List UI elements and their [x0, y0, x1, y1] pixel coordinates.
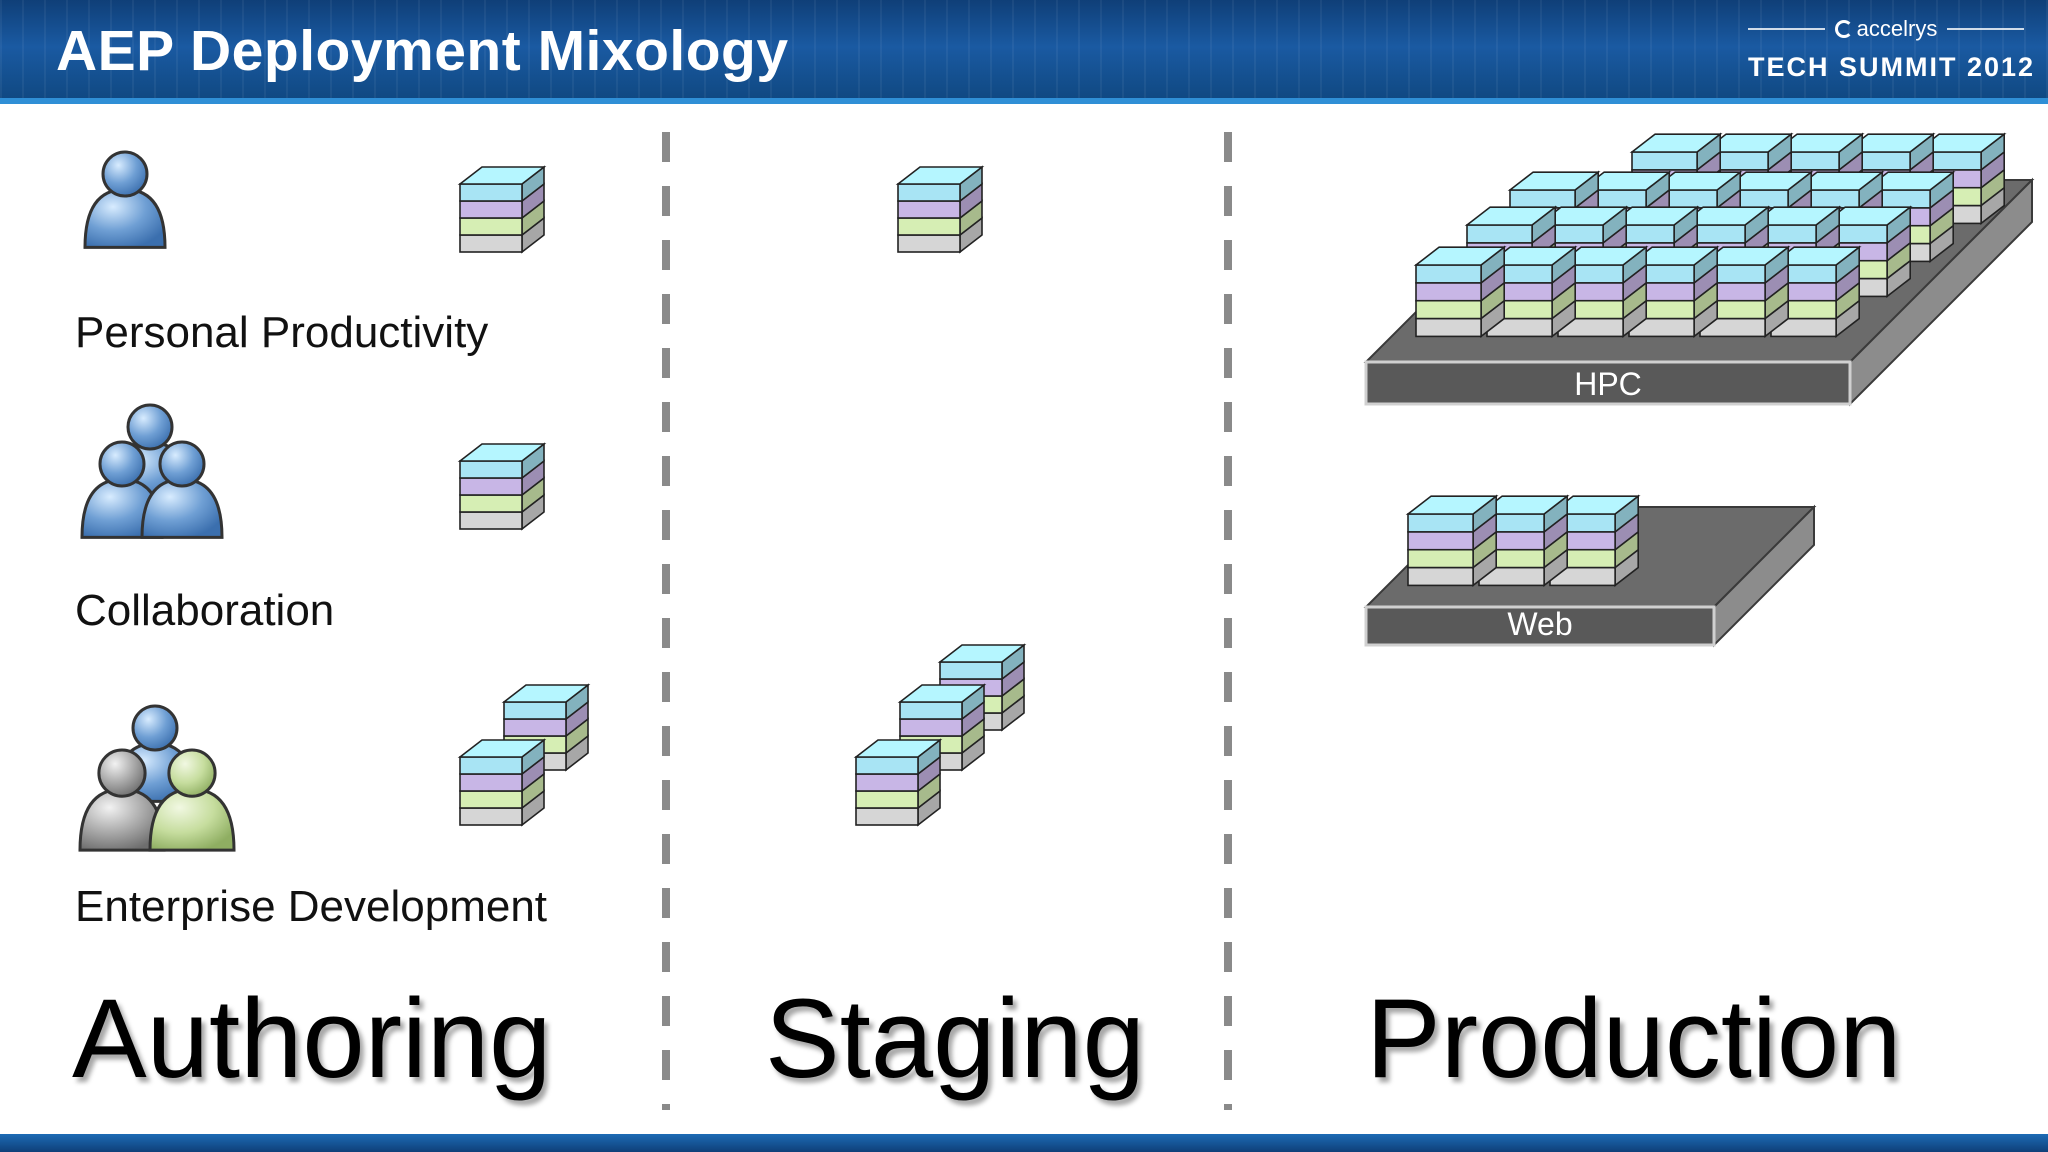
user-figure	[140, 440, 224, 539]
role-label-collaboration: Collaboration	[75, 586, 335, 635]
tech-summit-logo: accelrys TECH SUMMIT 2012	[1748, 14, 2036, 90]
server-stack-icon	[1405, 494, 1499, 588]
user-figure	[78, 748, 166, 852]
user-group-icon	[80, 403, 224, 539]
single-user-icon	[83, 150, 167, 249]
slide-footer	[0, 1134, 2048, 1152]
server-stack-icon	[457, 738, 547, 827]
platform-front	[1364, 360, 1852, 406]
server-stack-icon	[457, 165, 547, 254]
multi-user-icon	[78, 704, 236, 852]
server-stacks	[457, 165, 1027, 827]
role-label-personal-productivity: Personal Productivity	[75, 308, 489, 357]
stage-production: Production	[1366, 976, 1902, 1101]
stage-authoring: Authoring	[72, 976, 552, 1101]
user-figure	[80, 440, 164, 539]
logo-event-text: TECH SUMMIT 2012	[1748, 52, 2036, 82]
slide-title: AEP Deployment Mixology	[56, 19, 789, 83]
server-stack-icon	[895, 165, 985, 254]
logo-brand-text: accelrys	[1856, 16, 1938, 41]
hpc-platform-label: HPC	[1574, 366, 1642, 402]
server-stack-icon	[853, 738, 943, 827]
server-stack-icon	[501, 683, 591, 772]
platform-front	[1364, 605, 1716, 647]
server-stack-icon	[1413, 245, 1507, 339]
stage-staging: Staging	[765, 976, 1145, 1101]
accelrys-swirl-icon	[1834, 20, 1853, 38]
user-figure	[148, 748, 236, 852]
user-figure	[83, 150, 167, 249]
web-platform-label: Web	[1507, 606, 1573, 642]
server-stack-icon	[457, 442, 547, 531]
hpc-platform	[1363, 132, 2035, 407]
role-label-enterprise-development: Enterprise Development	[75, 882, 548, 931]
web-platform	[1363, 494, 1817, 648]
slide-header: AEP Deployment Mixology accelrys TECH SU…	[0, 0, 2048, 104]
